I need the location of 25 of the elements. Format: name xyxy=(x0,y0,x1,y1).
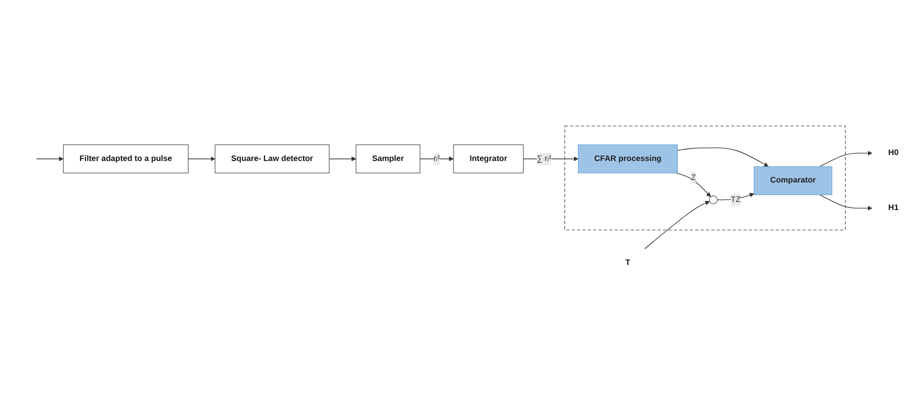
arrow xyxy=(420,156,454,162)
arrow xyxy=(644,200,710,250)
edge-label: ∑ rᵢ² xyxy=(536,154,552,164)
node-box: Square- Law detector xyxy=(214,144,330,174)
node-box: CFAR processing xyxy=(578,144,678,174)
arrow xyxy=(328,156,356,162)
node-box: Filter adapted to a pulse xyxy=(63,144,188,174)
arrow xyxy=(717,192,754,200)
arrow xyxy=(676,172,711,198)
node-text: T xyxy=(625,258,630,268)
arrow xyxy=(677,147,769,167)
arrow xyxy=(819,194,872,211)
arrow xyxy=(36,156,64,162)
cluster xyxy=(564,126,846,230)
edge-label: rᵢ² xyxy=(433,154,440,164)
node-circle xyxy=(709,196,718,204)
edge-label: TZ xyxy=(730,194,741,204)
node-box: Integrator xyxy=(453,144,524,174)
arrow xyxy=(188,156,216,162)
node-text: H0 xyxy=(888,148,899,158)
node-box: Sampler xyxy=(356,144,420,174)
node-text: H1 xyxy=(888,203,899,212)
node-box: Comparator xyxy=(754,166,832,196)
arrow xyxy=(819,150,872,167)
edge-label: Z xyxy=(690,173,696,182)
